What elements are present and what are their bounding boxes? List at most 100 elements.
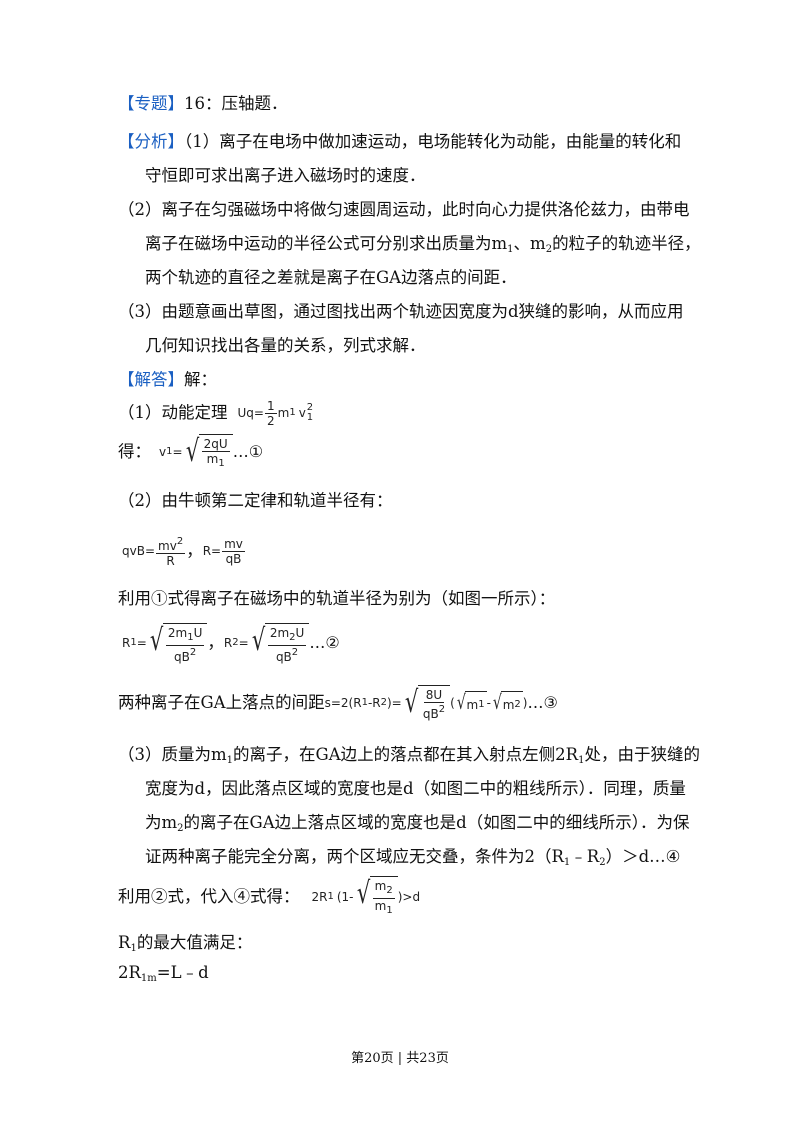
math-text: s=2(R bbox=[324, 696, 362, 710]
math-text: 2m bbox=[269, 625, 290, 640]
subscript: 1 bbox=[130, 637, 137, 648]
math-text: m bbox=[277, 406, 290, 420]
math-text: )= bbox=[387, 696, 402, 710]
math-text: - bbox=[486, 696, 491, 710]
part3-text-1c: 处，由于狭缝的 bbox=[584, 745, 700, 764]
part3-text-4b: ﹣R bbox=[570, 847, 600, 866]
radii-intro-line: 利用①式得离子在磁场中的轨道半径为别为（如图一所示）： bbox=[118, 589, 556, 608]
part3-line-1: （3）质量为m1的离子，在GA边上的落点都在其入射点左侧2R1处，由于狭缝的 bbox=[118, 744, 700, 772]
numerator: 8U bbox=[423, 688, 445, 703]
math-text: v bbox=[159, 445, 167, 459]
subscript: 2 bbox=[232, 637, 239, 648]
superscript: 2 bbox=[306, 402, 314, 413]
radical-icon: √ bbox=[404, 685, 419, 720]
numerator: mv bbox=[222, 536, 245, 552]
math-text: -R bbox=[367, 696, 381, 710]
newton-line: （2）由牛顿第二定律和轨道半径有： bbox=[118, 491, 393, 510]
math-text: 2R bbox=[311, 890, 328, 904]
math-text: Uq= bbox=[237, 406, 264, 420]
math-text: m bbox=[466, 697, 479, 712]
math-text: mv bbox=[158, 538, 177, 553]
math-text: = bbox=[136, 636, 147, 650]
comma: ， bbox=[186, 541, 203, 560]
subscript: 1 bbox=[306, 412, 314, 423]
r1-max-line: R1的最大值满足： bbox=[118, 932, 252, 960]
math-text: R bbox=[122, 636, 131, 650]
math-text: U bbox=[193, 625, 203, 640]
subscript: 1 bbox=[226, 755, 234, 766]
topic-line: 【专题】16：压轴题． bbox=[118, 93, 288, 115]
analysis-line-5: 两个轨迹的直径之差就是离子在GA边落点的间距． bbox=[145, 268, 517, 287]
subscript: 1 bbox=[478, 698, 485, 710]
subscript: 2 bbox=[380, 697, 387, 708]
subscript: 1 bbox=[130, 943, 137, 954]
r1m-text-b: =L﹣d bbox=[156, 963, 209, 982]
denominator: m1 bbox=[373, 899, 395, 918]
topic-tag: 【专题】 bbox=[118, 94, 184, 113]
analysis-line-1: 【分析】（1）离子在电场中做加速运动，电场能转化为动能，由能量的转化和 bbox=[118, 131, 681, 153]
solution-tag: 【解答】 bbox=[118, 370, 184, 389]
math-text: = bbox=[172, 445, 183, 459]
part3-text-4a: 证两种离子能完全分离，两个区域应无交叠，条件为2（R bbox=[145, 847, 564, 866]
math-text: R= bbox=[202, 544, 222, 558]
analysis-line-2: 守恒即可求出离子进入磁场时的速度． bbox=[145, 166, 426, 185]
superscript: 2 bbox=[176, 535, 184, 547]
math-text: v bbox=[298, 406, 306, 420]
subscript: 2 bbox=[289, 631, 296, 643]
r1m-equation-line: 2R1m=L﹣d bbox=[118, 962, 209, 990]
math-text: qB bbox=[275, 649, 292, 664]
superscript: 2 bbox=[189, 646, 197, 658]
denominator: m1 bbox=[205, 452, 227, 471]
subscript: 1 bbox=[166, 446, 173, 457]
page-footer: 第20页 | 共23页 bbox=[351, 1051, 449, 1066]
denominator: R bbox=[166, 553, 175, 568]
analysis-line-4: 离子在磁场中运动的半径公式可分别求出质量为m1、m2的粒子的轨迹半径， bbox=[145, 233, 701, 261]
math-text: 2m bbox=[167, 625, 188, 640]
part3-text-4c: ）＞d…④ bbox=[605, 847, 681, 866]
math-text: qB bbox=[422, 707, 439, 721]
solution-text: 解： bbox=[184, 370, 217, 389]
numerator: 1 bbox=[264, 398, 277, 414]
subscript: 1m bbox=[140, 973, 157, 984]
r1-max-text-a: R bbox=[118, 933, 131, 952]
math-text: m bbox=[374, 899, 387, 913]
analysis-line-3: （2）离子在匀强磁场中将做匀速圆周运动，此时向心力提供洛伦兹力，由带电 bbox=[118, 200, 690, 219]
subscript: 2 bbox=[514, 698, 521, 710]
math-text: m bbox=[502, 697, 515, 712]
part3-text-1a: （3）质量为m bbox=[118, 745, 227, 764]
subscript: 1 bbox=[327, 891, 334, 902]
subscript: 2 bbox=[545, 244, 553, 255]
part3-text-3a: 为m bbox=[145, 813, 178, 832]
numerator: 2m1U bbox=[165, 625, 205, 646]
part3-text-3b: 的离子在GA边上落点区域的宽度也是d（如图二中的细线所示）．为保 bbox=[183, 813, 690, 832]
radical-icon: √ bbox=[356, 876, 370, 911]
analysis-text-4c: 的粒子的轨迹半径， bbox=[552, 234, 701, 253]
subscript: 1 bbox=[578, 755, 585, 766]
subscript: 2 bbox=[177, 823, 184, 834]
part3-line-4: 证两种离子能完全分离，两个区域应无交叠，条件为2（R1﹣R2）＞d…④ bbox=[145, 846, 680, 874]
math-text: ( bbox=[450, 696, 455, 710]
math-text: m bbox=[374, 879, 387, 893]
part3-line-3: 为m2的离子在GA边上落点区域的宽度也是d（如图二中的细线所示）．为保 bbox=[145, 812, 689, 840]
numerator: m2 bbox=[372, 879, 395, 899]
